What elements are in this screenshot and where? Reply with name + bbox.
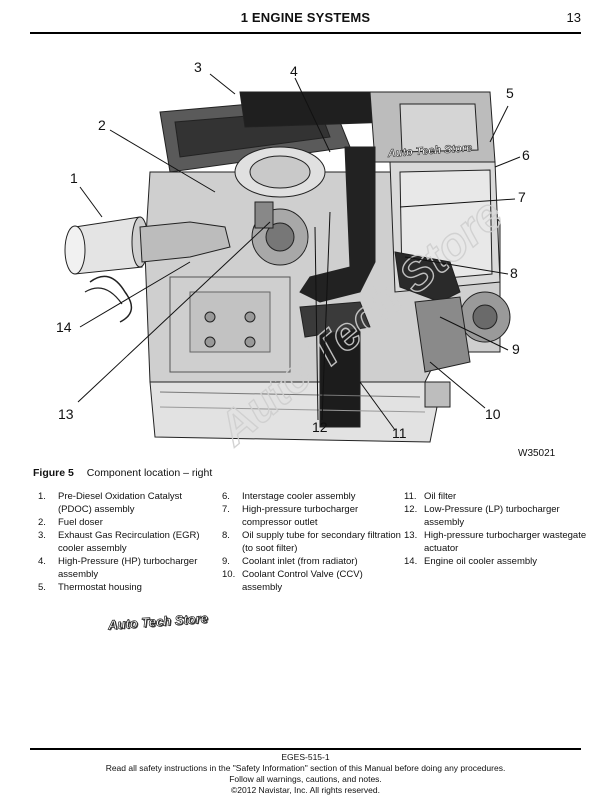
figure-label: Figure 5 [33, 467, 74, 479]
callout-4: 4 [290, 63, 298, 79]
page-number: 13 [566, 10, 581, 25]
list-item: 11.Oil filter [404, 491, 457, 502]
legend-column-3: 11.Oil filter 12.Low-Pressure (LP) turbo… [404, 490, 594, 568]
figure-caption: Figure 5 Component location – right [33, 467, 212, 479]
callout-5: 5 [506, 85, 514, 101]
figure-caption-text: Component location – right [86, 467, 213, 479]
callout-14: 14 [56, 319, 72, 335]
legend-column-1: 1.Pre-Diesel Oxidation Catalyst (PDOC) a… [38, 490, 218, 594]
callout-3: 3 [194, 59, 202, 75]
copyright: ©2012 Navistar, Inc. All rights reserved… [231, 785, 380, 795]
callout-11: 11 [392, 425, 407, 441]
list-item: 10.Coolant Control Valve (CCV) assembly [222, 569, 363, 593]
footer-rule [30, 748, 581, 750]
list-item: 2.Fuel doser [38, 517, 103, 528]
callout-6: 6 [522, 147, 530, 163]
callout-10: 10 [485, 406, 501, 422]
page-header: 1 ENGINE SYSTEMS 13 [30, 8, 581, 36]
bottom-watermark: Auto Tech Store [107, 610, 209, 633]
engine-drawing [64, 91, 511, 443]
list-item: 13.High-pressure turbocharger wastegate … [404, 530, 587, 554]
callout-9: 9 [512, 341, 520, 357]
callout-leaders [77, 73, 521, 431]
engine-figure: Auto Tech Store Auto Tech Store [30, 52, 581, 462]
callout-2: 2 [98, 117, 106, 133]
legend-column-2: 6.Interstage cooler assembly 7.High-pres… [222, 490, 402, 594]
list-item: 3.Exhaust Gas Recirculation (EGR) cooler… [38, 530, 200, 554]
figure-code: W35021 [518, 448, 556, 459]
document-id: EGES-515-1 [281, 752, 330, 762]
callout-12: 12 [312, 419, 328, 435]
callout-1: 1 [70, 170, 78, 186]
list-item: 4.High-Pressure (HP) turbocharger assemb… [38, 556, 198, 580]
callout-7: 7 [518, 189, 526, 205]
list-item: 8.Oil supply tube for secondary filtrati… [222, 530, 401, 554]
callout-8: 8 [510, 265, 518, 281]
list-item: 5.Thermostat housing [38, 582, 142, 593]
callout-numbers: 1 2 3 4 5 6 7 8 9 10 11 12 13 14 [56, 59, 530, 441]
list-item: 6.Interstage cooler assembly [222, 491, 356, 502]
section-title: 1 ENGINE SYSTEMS [240, 10, 371, 25]
list-item: 12.Low-Pressure (LP) turbocharger assemb… [404, 504, 560, 528]
list-item: 7.High-pressure turbocharger compressor … [222, 504, 359, 528]
list-item: 1.Pre-Diesel Oxidation Catalyst (PDOC) a… [38, 491, 183, 515]
safety-notice: Read all safety instructions in the "Saf… [105, 763, 506, 773]
warnings-notice: Follow all warnings, cautions, and notes… [229, 774, 382, 784]
engine-illustration: Auto Tech Store Auto Tech Store [56, 59, 556, 459]
header-rule [30, 32, 581, 34]
list-item: 9.Coolant inlet (from radiator) [222, 556, 358, 567]
page-footer: EGES-515-1 Read all safety instructions … [30, 752, 581, 796]
list-item: 14.Engine oil cooler assembly [404, 556, 538, 567]
callout-13: 13 [58, 406, 74, 422]
